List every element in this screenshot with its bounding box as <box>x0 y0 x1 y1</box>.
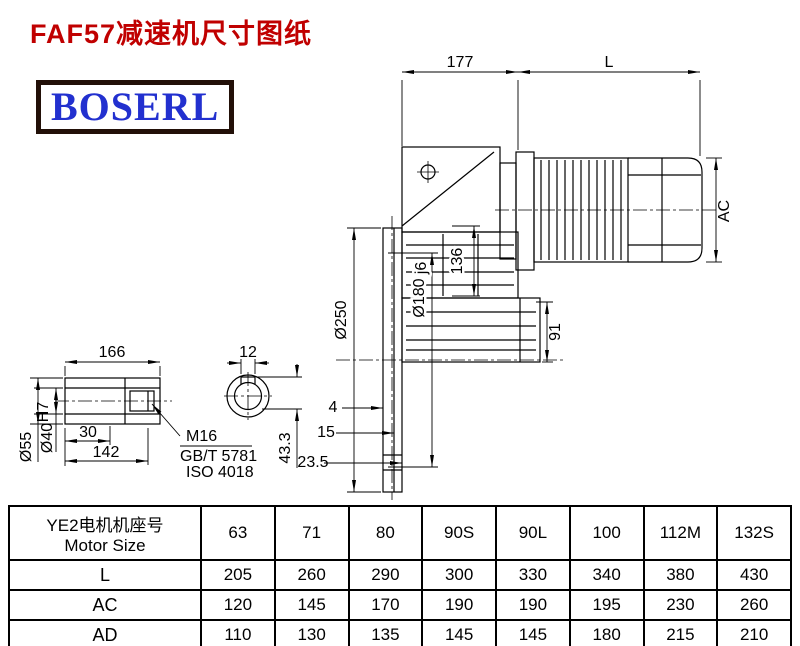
dim-30: 30 <box>79 424 97 441</box>
table-row-AD: AD 110 130 135 145 145 180 215 210 <box>8 619 792 646</box>
gearbox-outline <box>382 146 541 493</box>
column-header: 132S <box>716 505 792 561</box>
table-cell: 145 <box>421 619 497 646</box>
centerlines <box>55 209 718 500</box>
table-cell: 300 <box>421 559 497 591</box>
dim-spigot-dia: Ø180 <box>411 278 428 317</box>
dim-23-5: 23.5 <box>297 454 328 471</box>
table-cell: 215 <box>642 619 719 646</box>
table-row-AC: AC 120 145 170 190 190 195 230 260 <box>8 589 792 621</box>
row-label: L <box>8 559 202 591</box>
table-cell: 290 <box>347 559 424 591</box>
table-cell: 120 <box>200 589 276 621</box>
dim-spigot-tol: j6 <box>413 262 430 276</box>
table-cell: 110 <box>200 619 276 646</box>
table-cell: 380 <box>642 559 719 591</box>
dim-12: 12 <box>239 344 257 361</box>
table-cell: 205 <box>200 559 276 591</box>
motor-size-header-cn: YE2电机机座号 <box>46 515 164 535</box>
label-thread-m16: M16 <box>186 428 217 445</box>
dim-91: 91 <box>547 323 564 341</box>
table-cell: 260 <box>716 589 792 621</box>
shaft-detail-outline <box>64 374 270 425</box>
column-header: 90S <box>421 505 497 561</box>
column-header: 100 <box>568 505 645 561</box>
table-cell: 130 <box>273 619 350 646</box>
table-cell: 195 <box>568 589 645 621</box>
technical-drawing: 177 L AC Ø250 Ø180 j6 136 91 4 15 23.5 1… <box>18 54 733 500</box>
brand-logo: BOSERL <box>36 80 234 134</box>
table-cell: 210 <box>716 619 792 646</box>
brand-logo-text: BOSERL <box>51 84 220 129</box>
row-label: AC <box>8 589 202 621</box>
column-header: 63 <box>200 505 276 561</box>
dim-flange-dia: Ø250 <box>333 300 350 339</box>
table-cell: 190 <box>421 589 497 621</box>
dim-bore-tol: H7 <box>35 402 52 423</box>
dim-136: 136 <box>449 248 466 275</box>
dim-142: 142 <box>93 444 120 461</box>
column-header: 71 <box>273 505 350 561</box>
table-cell: 145 <box>495 619 571 646</box>
dim-177: 177 <box>447 54 474 71</box>
column-header: 90L <box>495 505 571 561</box>
dim-166: 166 <box>99 344 126 361</box>
dim-43-3: 43.3 <box>277 432 294 463</box>
table-cell: 260 <box>273 559 350 591</box>
table-cell: 330 <box>495 559 571 591</box>
dim-bore-dia: Ø40 <box>39 423 56 453</box>
motor-outline <box>499 151 703 271</box>
table-cell: 230 <box>642 589 719 621</box>
label-std-gb: GB/T 5781 <box>180 448 257 465</box>
dim-4: 4 <box>329 399 338 416</box>
table-cell: 430 <box>716 559 792 591</box>
dimension-lines <box>30 70 722 493</box>
column-header: 80 <box>347 505 424 561</box>
label-std-iso: ISO 4018 <box>186 464 254 481</box>
table-cell: 170 <box>347 589 424 621</box>
table-row-L: L 205 260 290 300 330 340 380 430 <box>8 559 792 591</box>
motor-size-header-en: Motor Size <box>64 535 146 555</box>
column-header: 112M <box>642 505 719 561</box>
table-cell: 340 <box>568 559 645 591</box>
dimension-table: YE2电机机座号 Motor Size 63 71 80 90S 90L 100… <box>8 505 792 646</box>
table-header-row: YE2电机机座号 Motor Size 63 71 80 90S 90L 100… <box>8 505 792 561</box>
dim-AC: AC <box>716 200 733 222</box>
row-label: AD <box>8 619 202 646</box>
dim-15: 15 <box>317 424 335 441</box>
dim-L: L <box>605 54 614 71</box>
page-title: FAF57减速机尺寸图纸 <box>30 19 313 49</box>
table-cell: 180 <box>568 619 645 646</box>
table-cell: 145 <box>273 589 350 621</box>
dim-shaft-dia: Ø55 <box>18 432 35 462</box>
table-cell: 135 <box>347 619 424 646</box>
motor-size-header: YE2电机机座号 Motor Size <box>8 505 202 561</box>
table-cell: 190 <box>495 589 571 621</box>
